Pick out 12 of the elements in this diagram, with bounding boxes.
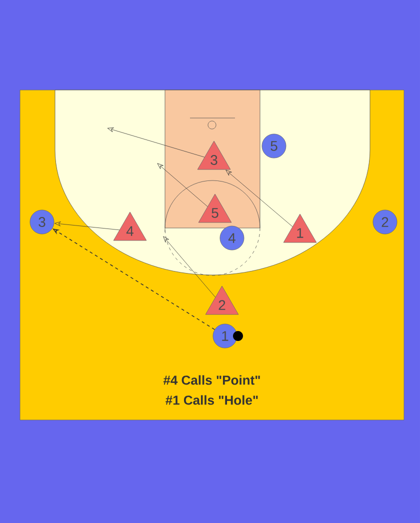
defender-triangle: 2 bbox=[205, 286, 239, 315]
arrow bbox=[157, 163, 208, 207]
arrow bbox=[163, 236, 216, 298]
note-text: #1 Calls "Hole" bbox=[166, 395, 258, 405]
arrow bbox=[107, 128, 205, 158]
defender-triangle: 5 bbox=[198, 194, 232, 223]
defender-triangle: 1 bbox=[283, 214, 317, 243]
defender-triangle: 4 bbox=[113, 212, 147, 241]
defender-triangle: 3 bbox=[197, 140, 231, 170]
note-text: #4 Calls "Point" bbox=[163, 375, 260, 385]
arrow bbox=[54, 222, 120, 230]
arrow bbox=[226, 170, 293, 227]
